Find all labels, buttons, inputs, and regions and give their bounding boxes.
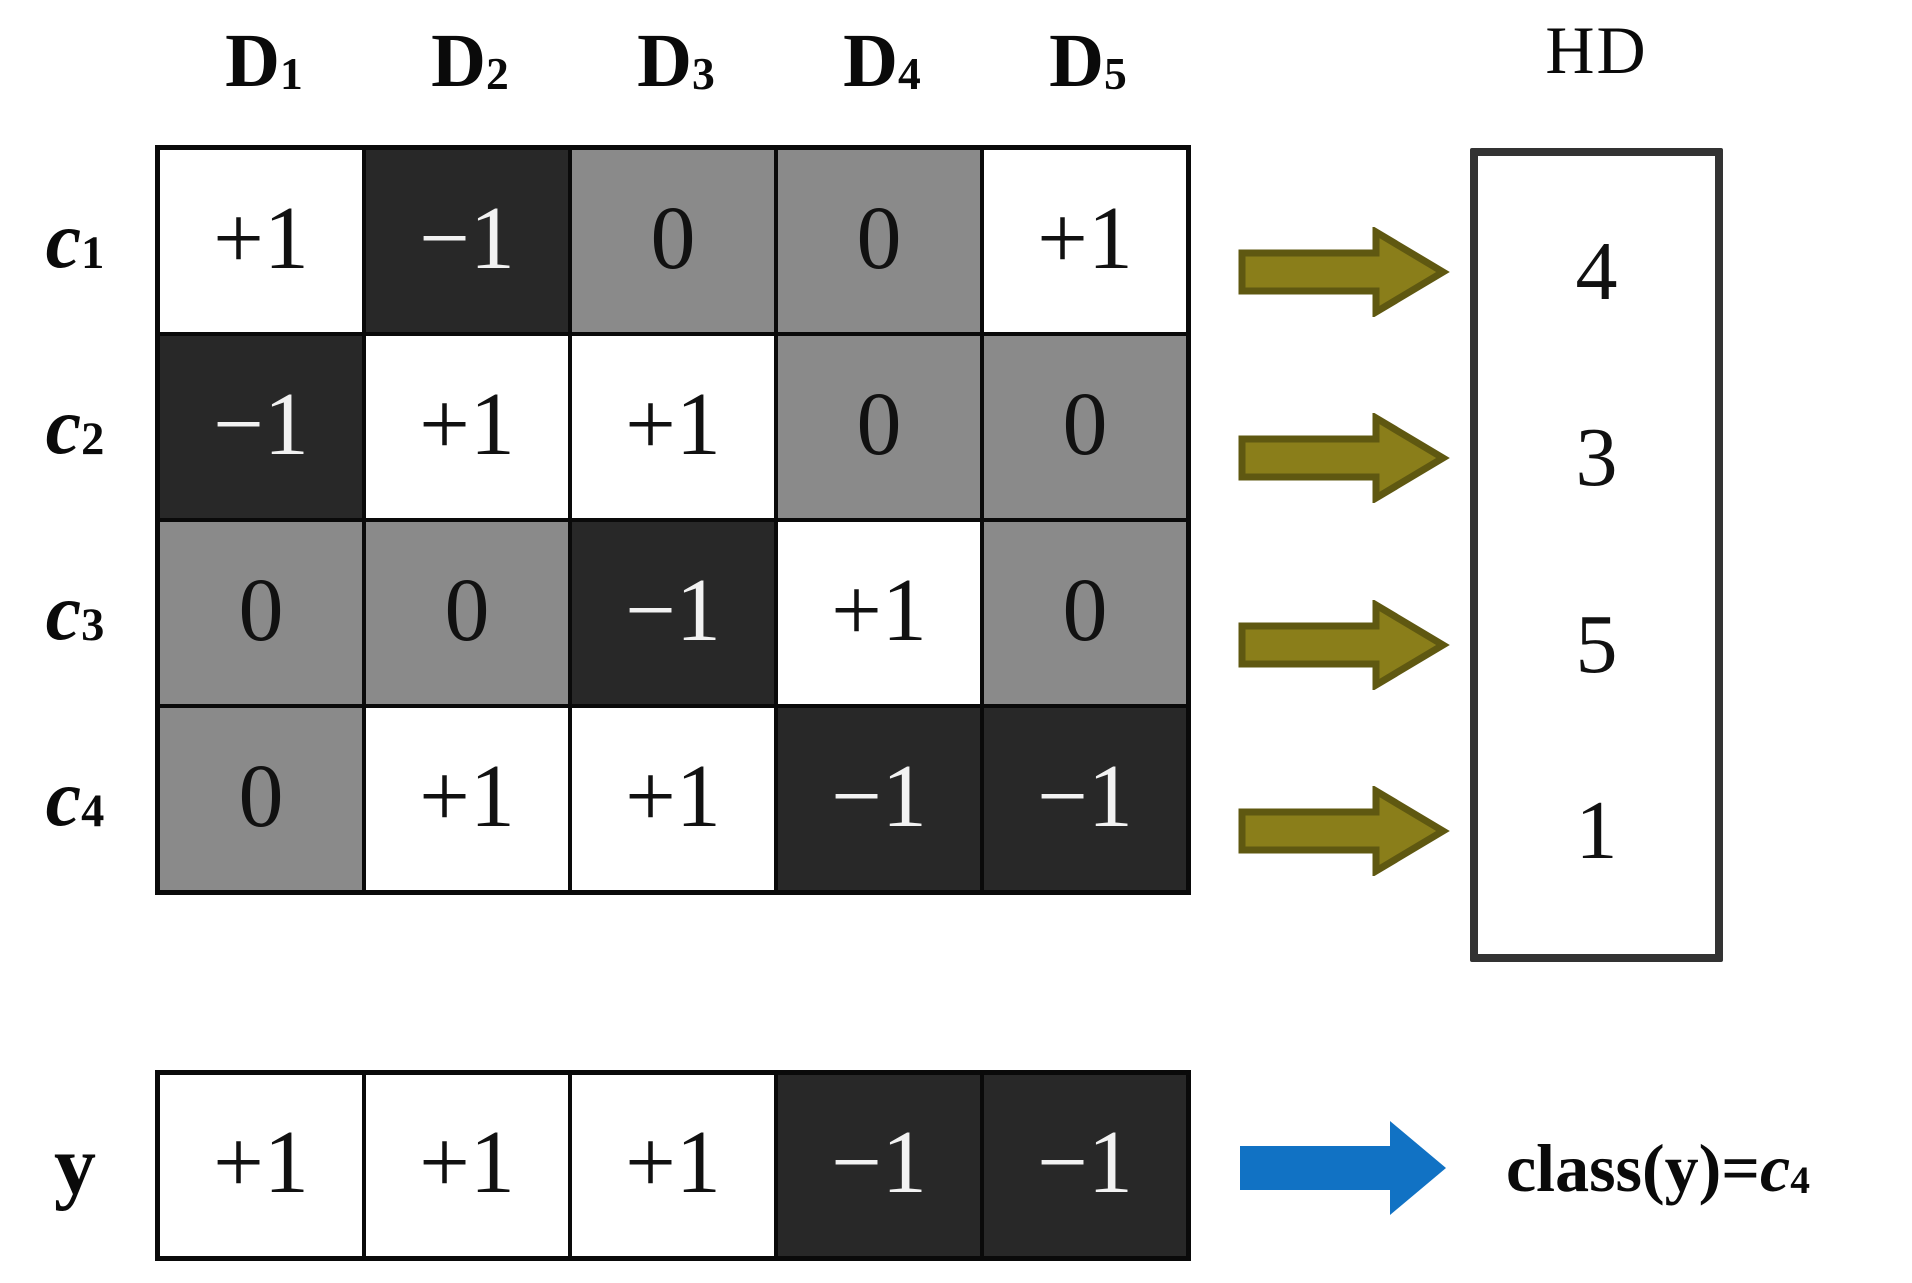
column-header-base: D — [843, 18, 899, 103]
matrix-cell-r1c4: 0 — [776, 148, 982, 334]
column-header-base: D — [225, 18, 281, 103]
matrix-cell-r1c1: +1 — [158, 148, 364, 334]
matrix-cell-r1c5: +1 — [982, 148, 1188, 334]
column-header-base: D — [431, 18, 487, 103]
test-vector-cell-5: −1 — [982, 1073, 1188, 1258]
matrix-cell-r3c2: 0 — [364, 520, 570, 706]
row-arrow-icon-3 — [1238, 600, 1450, 690]
matrix-cell-r4c2: +1 — [364, 706, 570, 892]
row-label-base: c — [45, 568, 82, 657]
matrix-cell-r3c4: +1 — [776, 520, 982, 706]
row-label-y: y — [54, 1119, 96, 1212]
test-vector-cell-1: +1 — [158, 1073, 364, 1258]
row-label-base: c — [45, 754, 82, 843]
hd-value-3: 5 — [1575, 598, 1618, 691]
row-label-base: c — [45, 196, 82, 285]
result-text: class(y)= — [1506, 1129, 1761, 1206]
test-vector-cell-3: +1 — [570, 1073, 776, 1258]
matrix-cell-r3c1: 0 — [158, 520, 364, 706]
hd-value-1: 4 — [1575, 225, 1618, 318]
row-label-base: c — [45, 382, 82, 471]
test-vector-row: +1 +1 +1 −1 −1 — [155, 1070, 1191, 1261]
hd-value-4: 1 — [1575, 784, 1618, 877]
test-vector-cell-4: −1 — [776, 1073, 982, 1258]
matrix-cell-r2c2: +1 — [364, 334, 570, 520]
matrix-cell-r2c5: 0 — [982, 334, 1188, 520]
matrix-cell-r4c1: 0 — [158, 706, 364, 892]
matrix-cell-r1c3: 0 — [570, 148, 776, 334]
result-arrow-icon — [1240, 1121, 1446, 1215]
test-vector-cell-2: +1 — [364, 1073, 570, 1258]
hd-column-box: 4 3 5 1 — [1470, 148, 1723, 962]
matrix-cell-r4c4: −1 — [776, 706, 982, 892]
row-arrow-icon-4 — [1238, 786, 1450, 876]
matrix-cell-r4c5: −1 — [982, 706, 1188, 892]
coding-matrix: +1 −1 0 0 +1 −1 +1 +1 0 0 0 0 −1 +1 0 0 … — [155, 145, 1191, 895]
hd-value-2: 3 — [1575, 411, 1618, 504]
matrix-cell-r2c1: −1 — [158, 334, 364, 520]
row-arrow-icon-1 — [1238, 227, 1450, 317]
result-class-base: c — [1760, 1129, 1791, 1206]
matrix-cell-r2c4: 0 — [776, 334, 982, 520]
column-header-base: D — [637, 18, 693, 103]
matrix-cell-r1c2: −1 — [364, 148, 570, 334]
row-arrow-icon-2 — [1238, 413, 1450, 503]
matrix-cell-r3c5: 0 — [982, 520, 1188, 706]
matrix-cell-r4c3: +1 — [570, 706, 776, 892]
matrix-cell-r3c3: −1 — [570, 520, 776, 706]
matrix-cell-r2c3: +1 — [570, 334, 776, 520]
hd-title: HD — [1545, 11, 1648, 88]
column-header-base: D — [1049, 18, 1105, 103]
